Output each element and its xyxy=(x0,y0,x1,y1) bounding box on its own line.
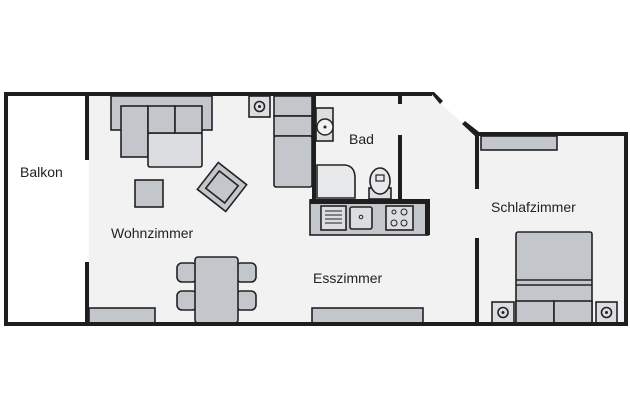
nightstand-left xyxy=(491,301,515,324)
room-label-bad: Bad xyxy=(349,131,374,147)
bed xyxy=(515,231,593,324)
speaker-icon xyxy=(248,95,271,118)
room-label-wohnzimmer: Wohnzimmer xyxy=(111,225,194,241)
stove-icon xyxy=(385,205,414,231)
room-label-esszimmer: Esszimmer xyxy=(313,270,383,286)
room-label-balkon: Balkon xyxy=(20,164,63,180)
kitchen-sink xyxy=(349,206,373,230)
dining-table xyxy=(194,256,239,324)
nightstand-right xyxy=(595,301,618,324)
sideboard-living xyxy=(88,307,156,324)
bathroom-sink xyxy=(315,107,334,142)
sofa-bed xyxy=(273,95,313,188)
sideboard-dining xyxy=(311,307,424,324)
shower xyxy=(316,164,356,199)
kitchen-dishwasher xyxy=(320,205,347,231)
coffee-table xyxy=(134,179,164,208)
wardrobe xyxy=(480,135,558,151)
sofa xyxy=(110,95,213,168)
armchair xyxy=(196,161,248,213)
walls xyxy=(4,92,628,326)
toilet xyxy=(368,167,392,200)
balcony-floor xyxy=(8,96,85,323)
room-label-schlafzimmer: Schlafzimmer xyxy=(491,199,576,215)
